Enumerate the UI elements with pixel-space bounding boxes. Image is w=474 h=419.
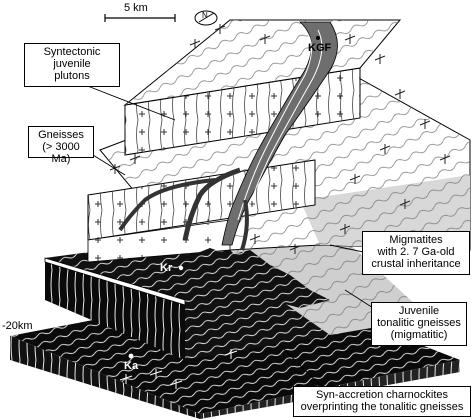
kr-marker	[178, 265, 184, 271]
depth-label: -20km	[2, 320, 33, 332]
scale-bar-label: 5 km	[124, 2, 148, 14]
jagged-front	[175, 248, 330, 308]
place-kr: Kr	[160, 262, 173, 274]
label-charnockites: Syn-accretion charnockites overprinting …	[293, 386, 471, 417]
label-syntectonic-plutons: Syntectonic juvenile plutons	[24, 43, 120, 87]
label-juvenile-gneisses: Juvenile tonalitic gneisses (migmatitic)	[371, 302, 467, 346]
foliation-symbols	[109, 24, 451, 254]
north-arrow	[194, 10, 218, 26]
kgf-marker	[316, 36, 320, 40]
label-migmatites: Migmatites with 2. 7 Ga-old crustal inhe…	[362, 231, 470, 275]
place-kgf: KGF	[308, 42, 332, 54]
label-gneisses: Gneisses (> 3000 Ma)	[28, 126, 94, 165]
kgf-belt	[118, 21, 338, 251]
foliation-symbols-white	[119, 349, 238, 389]
place-ka: Ka	[124, 360, 139, 372]
ka-marker	[128, 353, 134, 359]
scale-bar	[104, 14, 176, 22]
north-arrow-label: N	[202, 11, 208, 20]
